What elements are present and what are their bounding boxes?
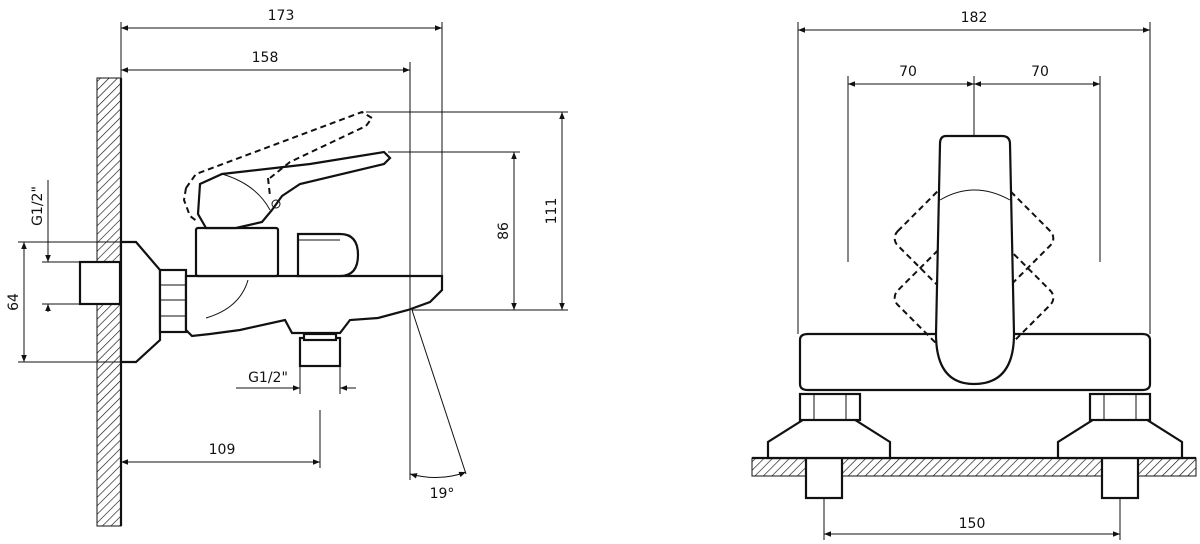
dim-front-total-width: 182 [961,10,988,26]
left-nut [798,392,862,422]
right-nut [1088,392,1152,422]
lever-raised-outline [185,110,374,189]
dim-side-outlet-thread: G1/2" [248,370,288,386]
union-nut [158,268,188,334]
lever-handle [196,150,392,230]
right-pipe [1100,456,1140,500]
dim-front-right-swing: 70 [1031,64,1049,80]
wall-pipe [78,260,122,306]
right-flange [1056,416,1184,460]
cartridge-housing [194,226,280,278]
diverter-knob [296,232,360,278]
left-flange [766,416,892,460]
wall-flange [119,240,162,364]
faucet-body [184,274,444,338]
left-pipe [804,456,844,500]
dim-side-angle: 19° [430,486,455,502]
dim-side-wall-height: 64 [6,293,22,311]
dim-side-total-width: 173 [268,8,295,24]
dim-side-outlet-offset: 109 [209,442,236,458]
dim-side-wall-thread: G1/2" [30,186,46,226]
dim-side-lever-height: 86 [496,222,512,240]
side-view: 173 158 86 111 G1/2" 64 G1/2" [6,8,568,527]
dim-front-left-swing: 70 [899,64,917,80]
lever-pivot [271,199,281,209]
dim-side-raised-height: 111 [544,198,560,225]
dim-side-spout-reach: 158 [252,50,279,66]
outlet-spigot [298,336,342,368]
front-handle [934,134,1016,386]
front-view: 182 70 70 150 [751,10,1197,540]
dim-front-centers: 150 [959,516,986,532]
